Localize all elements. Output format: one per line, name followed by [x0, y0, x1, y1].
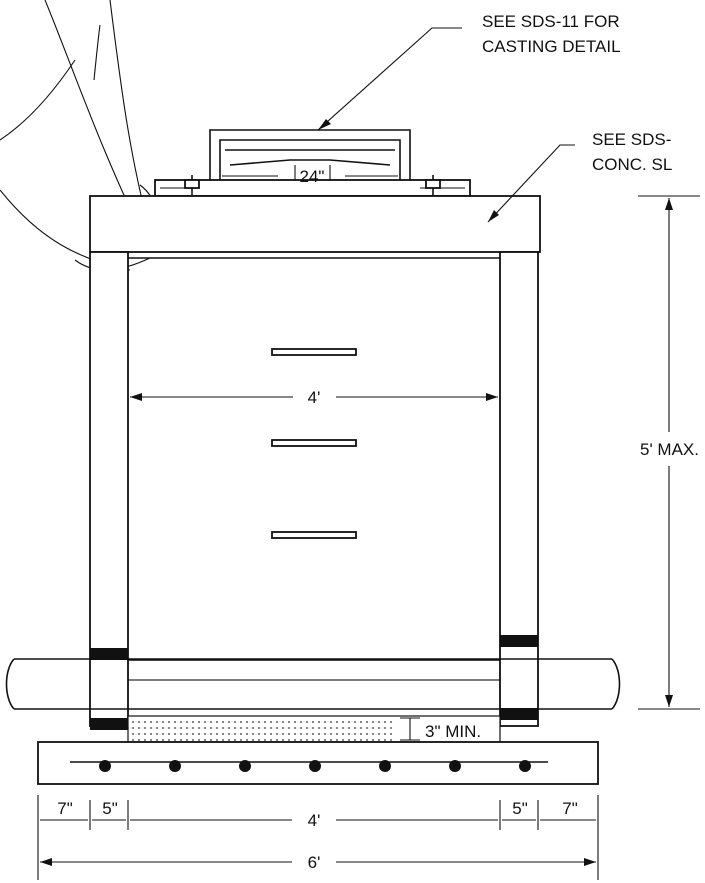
- step-1: [271, 348, 357, 356]
- rebar-dot: [449, 760, 461, 772]
- min-gravel-dim: 3" MIN.: [425, 722, 481, 741]
- right-footing-ext-dim: 7": [562, 799, 578, 818]
- left-footing-ext-dim: 7": [57, 799, 73, 818]
- casting-frame: [154, 129, 471, 197]
- base-inside-dim: 4': [308, 811, 321, 830]
- left-wall-dim: 5": [102, 799, 118, 818]
- casting-note-line1: SEE SDS-11 FOR: [482, 12, 620, 31]
- slab-note-line1: SEE SDS-: [592, 130, 671, 149]
- step-3: [271, 531, 357, 539]
- rebar-dot: [379, 760, 391, 772]
- rebar-dot: [169, 760, 181, 772]
- slab-note-line2: CONC. SL: [592, 155, 672, 174]
- gravel-bedding: [127, 715, 501, 743]
- opening-dim: 24": [300, 167, 325, 186]
- rebar-dot: [239, 760, 251, 772]
- pipe: [5, 658, 621, 710]
- rebar-dot: [519, 760, 531, 772]
- rebar-dot: [309, 760, 321, 772]
- step-2: [271, 439, 357, 447]
- rebar-dot: [99, 760, 111, 772]
- max-depth-dim: 5' MAX.: [640, 440, 699, 459]
- inside-width-dim: 4': [308, 388, 321, 407]
- rebar-dots: [99, 760, 531, 772]
- casting-note-line2: CASTING DETAIL: [482, 37, 621, 56]
- right-wall-dim: 5": [512, 799, 528, 818]
- top-slab: [89, 195, 541, 253]
- overall-width-dim: 6': [308, 853, 321, 872]
- right-wall: [499, 251, 539, 727]
- bottom-dims: [37, 795, 599, 880]
